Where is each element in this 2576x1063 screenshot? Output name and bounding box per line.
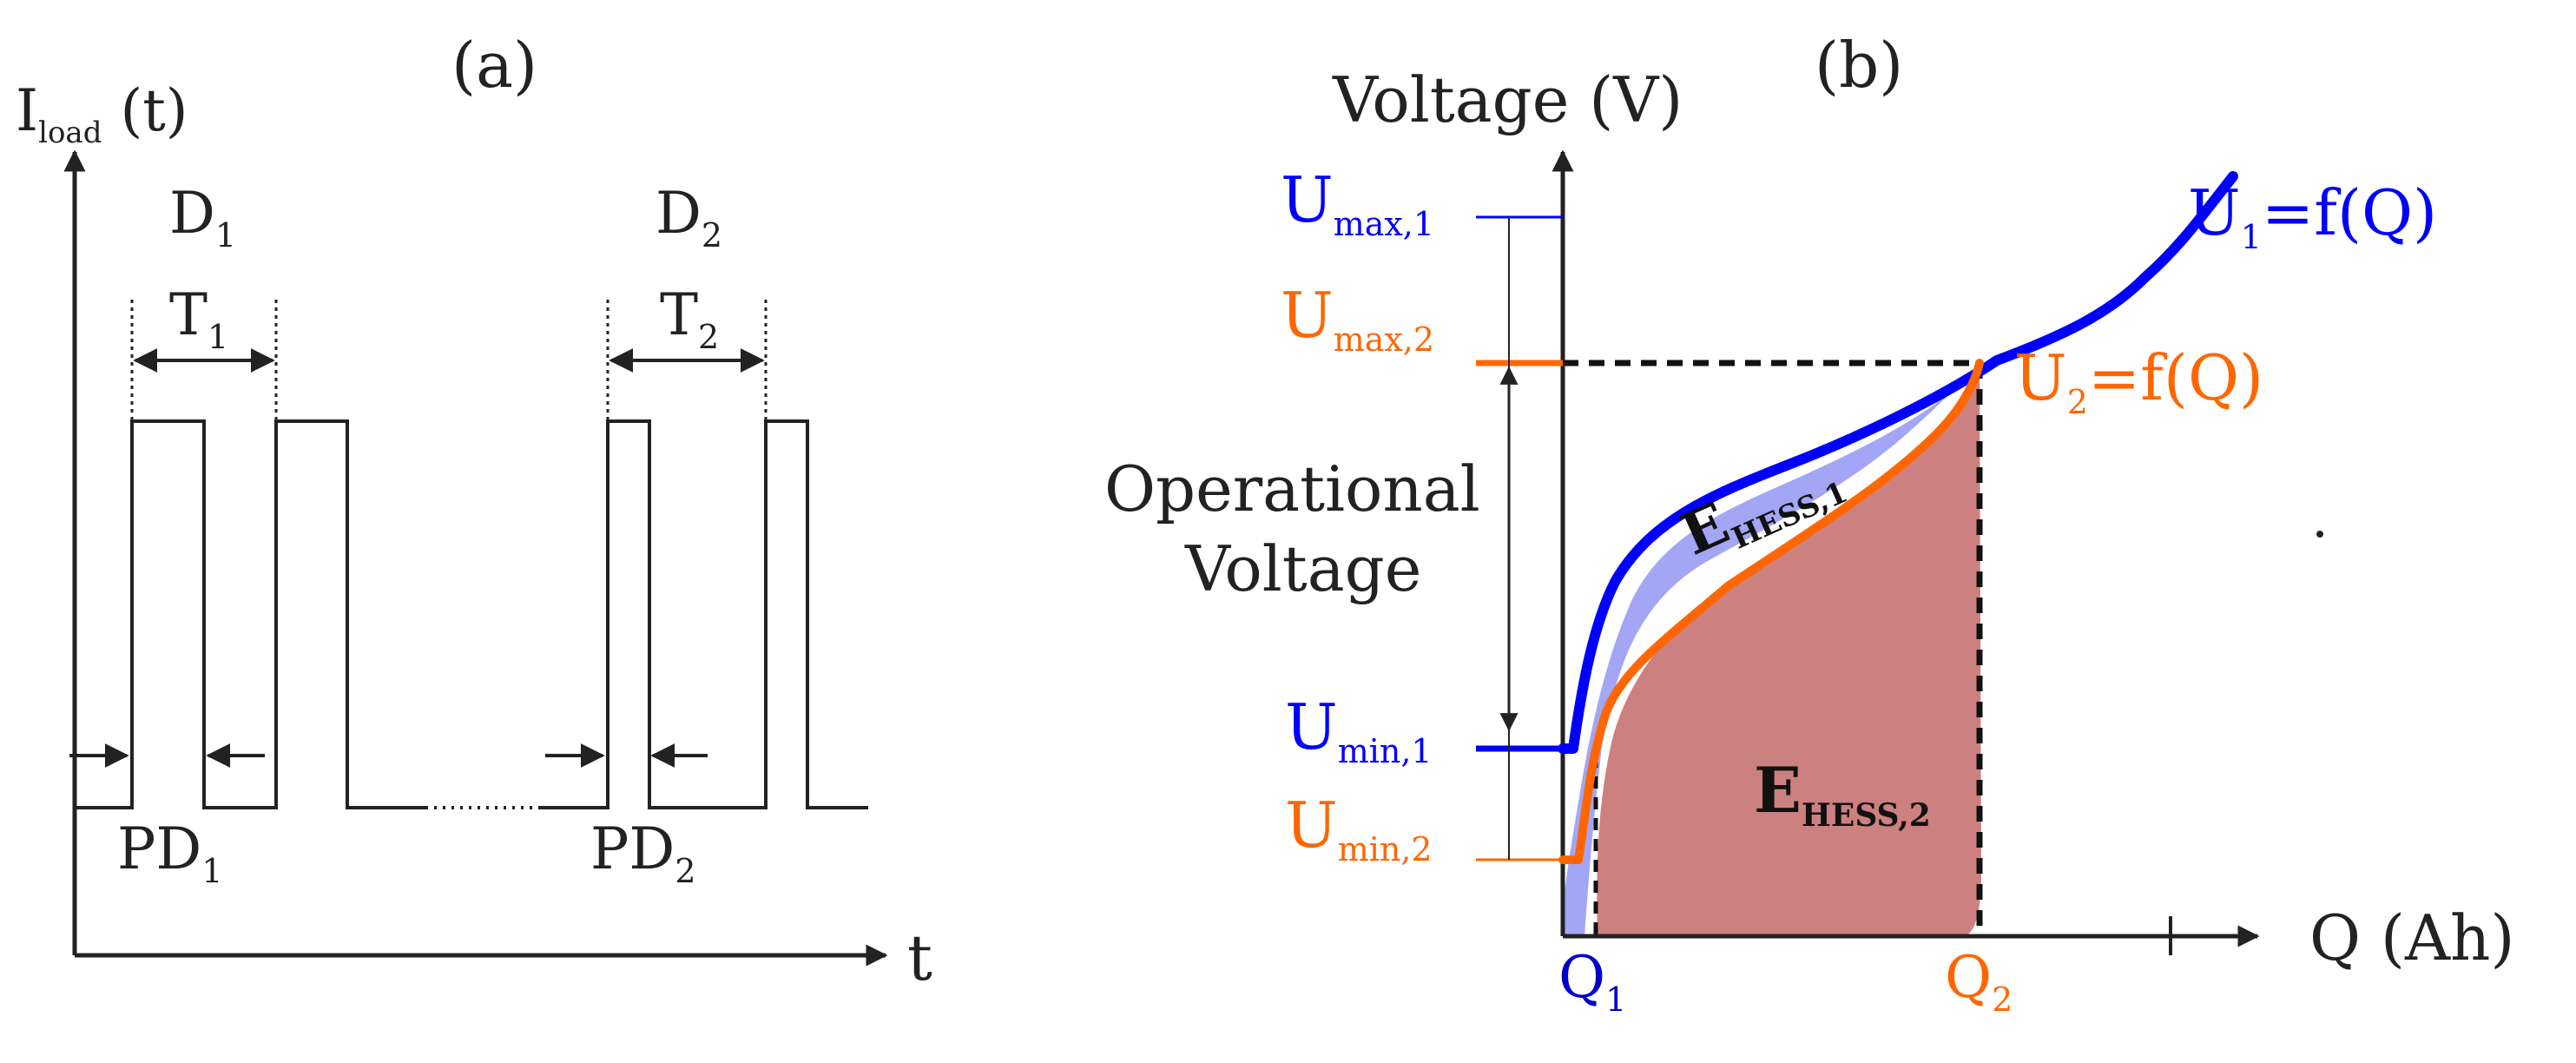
panel-b-label: (b)	[1815, 29, 1903, 102]
d1-label: D1	[169, 180, 236, 254]
umin2-label: Umin,2	[1285, 789, 1433, 868]
q2-label: Q2	[1945, 944, 2013, 1019]
panel-a-x-axis-label: t	[907, 921, 932, 994]
operational-voltage-line-2: Voltage	[1184, 532, 1421, 605]
t1-label: T1	[169, 281, 228, 356]
pd1-label: PD1	[117, 815, 223, 890]
u2-curve	[1558, 359, 1984, 864]
umax1-label: Umax,1	[1281, 163, 1434, 243]
pd2-label: PD2	[590, 815, 696, 890]
umin1-label: Umin,1	[1285, 690, 1433, 770]
operational-voltage-line-1: Operational	[1104, 452, 1480, 525]
d2-label: D2	[656, 180, 722, 254]
e-hess-2-label: EHESS,2	[1754, 753, 1931, 834]
u2-curve-label: U2=f(Q)	[2014, 341, 2263, 421]
stray-dot	[2316, 531, 2323, 538]
panel-a-y-axis-label: Iload (t)	[16, 77, 188, 150]
panel-b-x-axis-label: Q (Ah)	[2309, 901, 2514, 974]
panel-a: (a) Iload (t) t D1 T1 PD1 D2 T2 PD2	[16, 29, 932, 994]
panel-b-y-axis-label: Voltage (V)	[1332, 63, 1683, 136]
pulse-train-group-2	[538, 419, 868, 809]
umax2-label: Umax,2	[1281, 279, 1434, 359]
t2-label: T2	[660, 281, 719, 356]
panel-b: (b) Voltage (V) Q (Ah) Operational Volta…	[1104, 29, 2514, 1019]
pulse-train-group-1	[75, 419, 425, 809]
q1-label: Q1	[1558, 944, 1626, 1019]
panel-a-label: (a)	[451, 29, 537, 102]
e-hess-2-region	[1597, 363, 1981, 936]
u1-curve-label: U1=f(Q)	[2188, 176, 2437, 256]
u1-curve	[1558, 171, 2238, 754]
